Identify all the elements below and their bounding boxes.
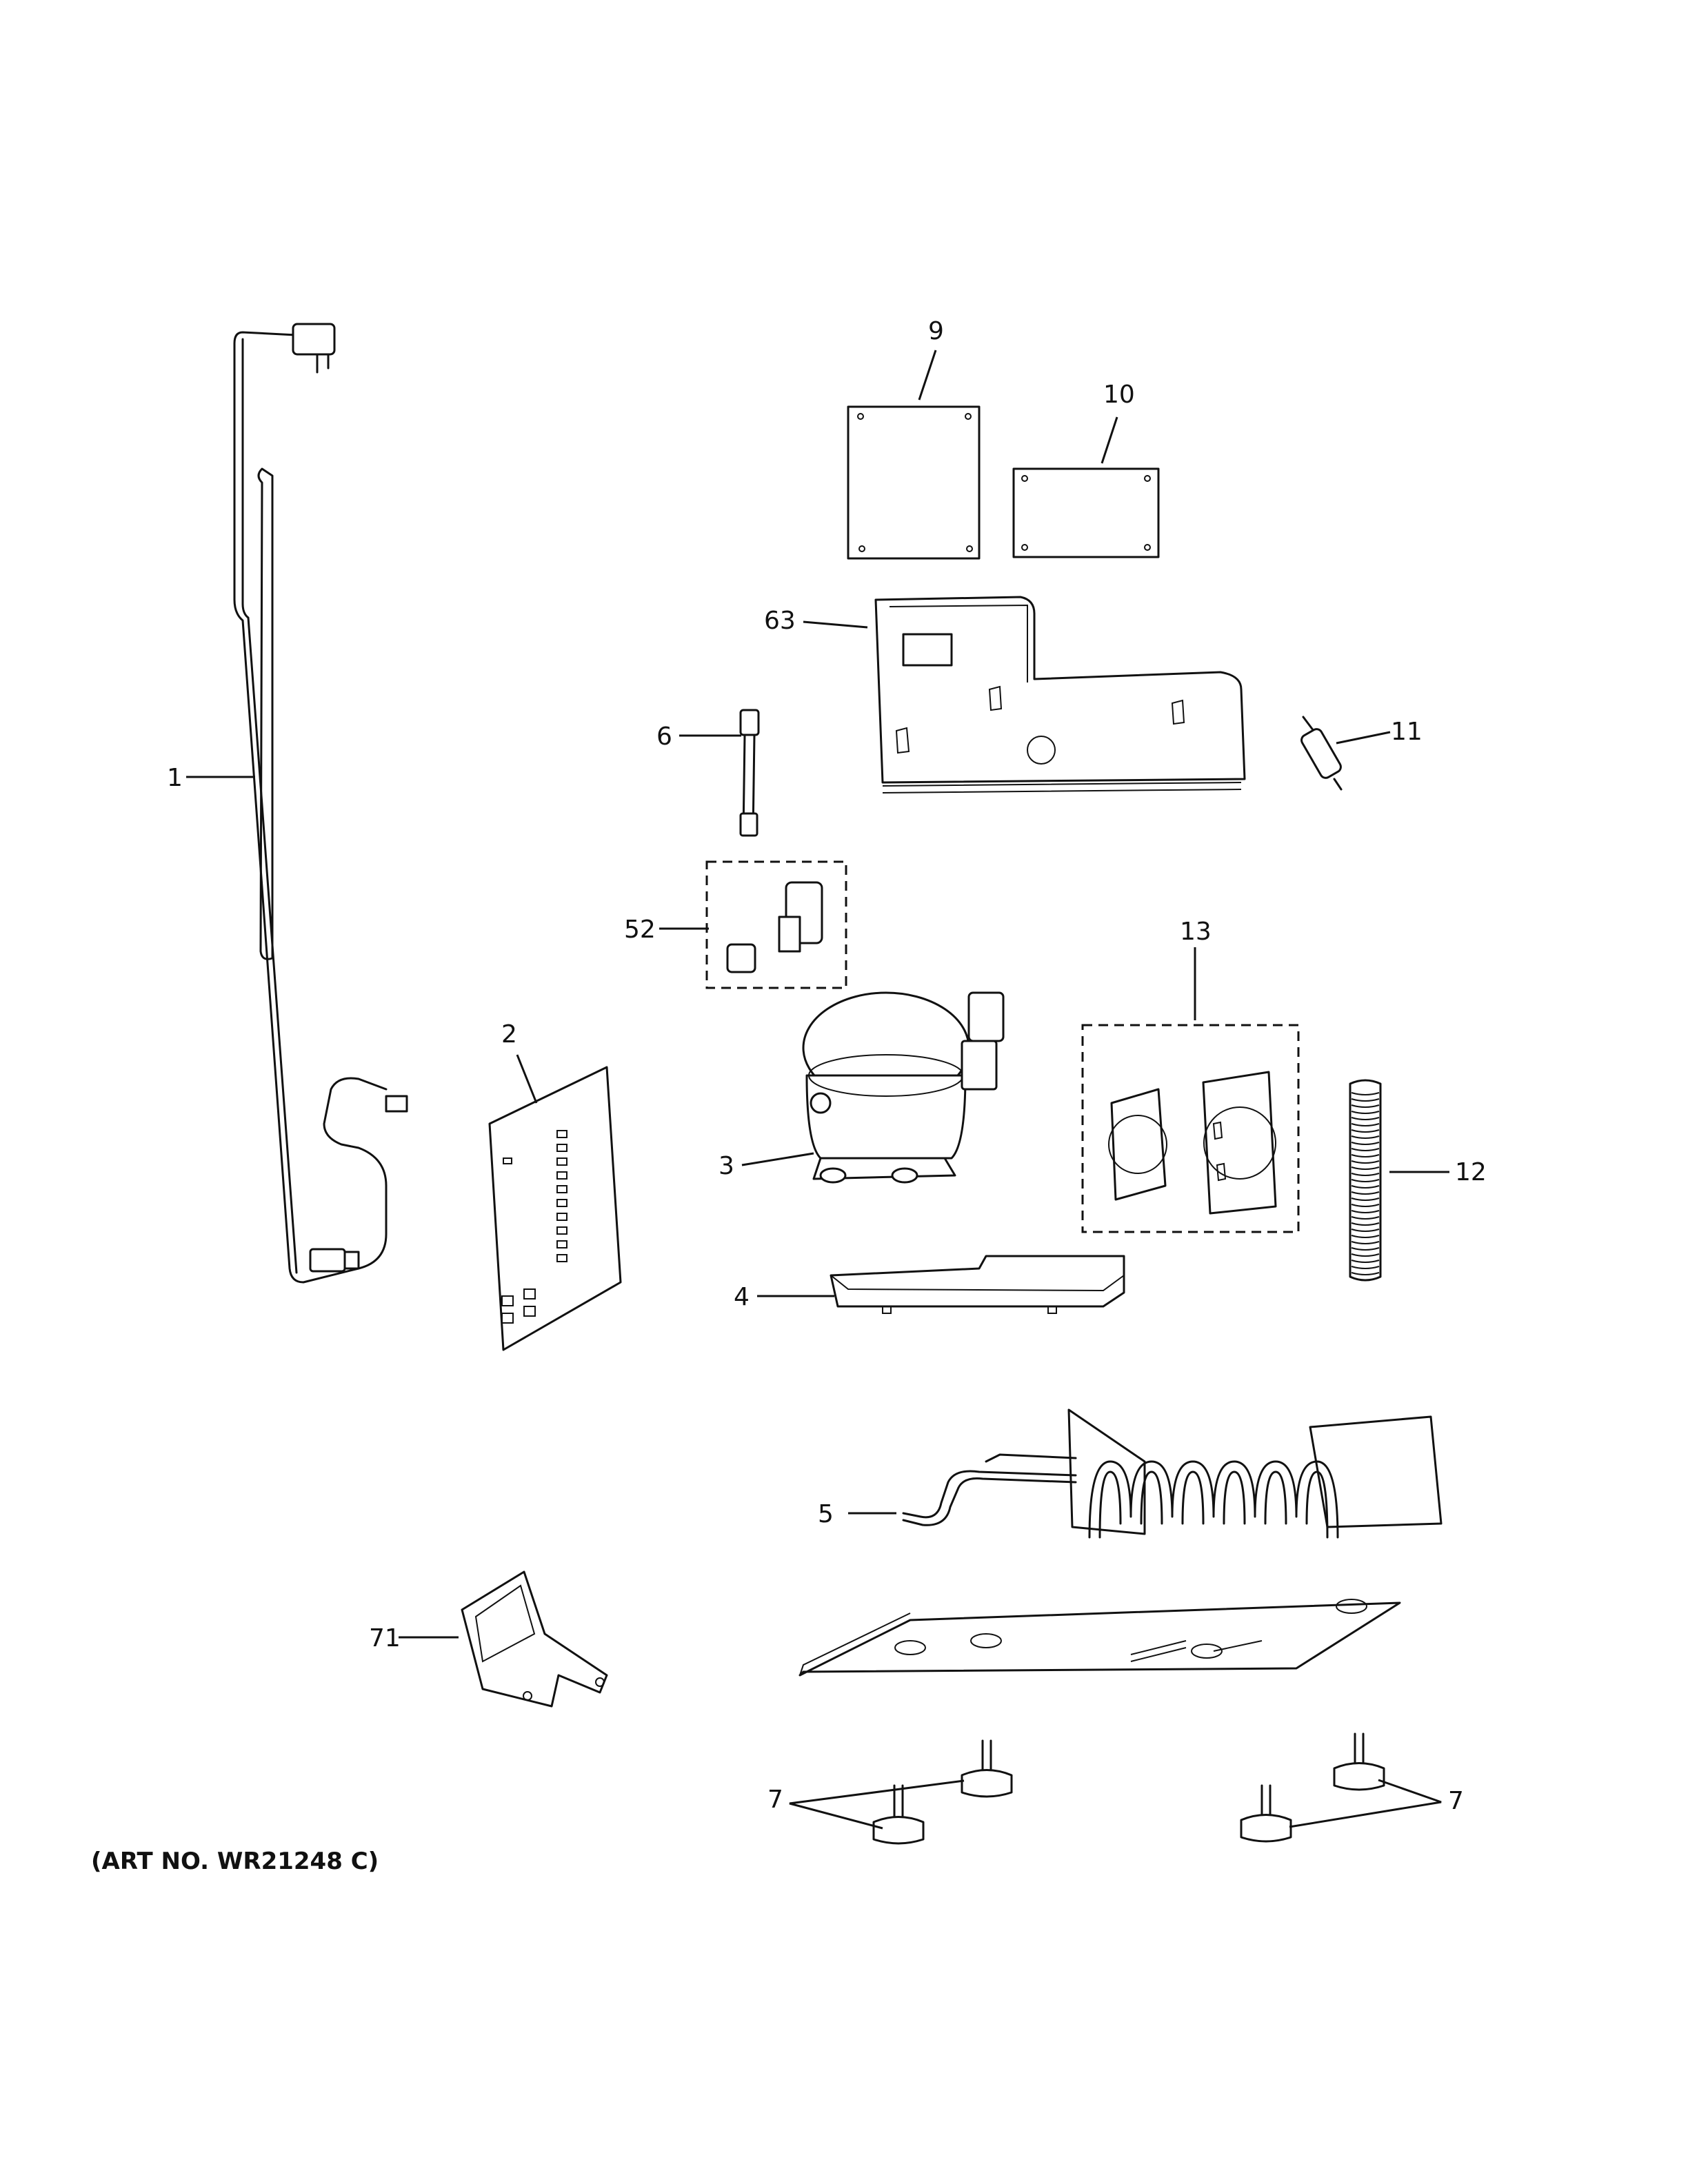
electronic-cover bbox=[1012, 467, 1160, 558]
power-cord bbox=[233, 323, 408, 1284]
mounting-bracket bbox=[461, 1570, 608, 1708]
callout-13: 13 bbox=[1180, 918, 1212, 946]
callout-1: 1 bbox=[167, 764, 183, 792]
leveling-leg-3 bbox=[1333, 1732, 1385, 1791]
leveling-leg-2 bbox=[872, 1784, 925, 1845]
callout-12: 12 bbox=[1455, 1158, 1487, 1186]
callout-52: 52 bbox=[624, 916, 656, 944]
control-board-cover bbox=[847, 405, 981, 560]
callout-9: 9 bbox=[928, 317, 944, 345]
condenser-fan-kit bbox=[1081, 1024, 1300, 1233]
callout-7-left: 7 bbox=[767, 1786, 783, 1814]
machine-compartment-cover bbox=[874, 596, 1246, 793]
callout-4: 4 bbox=[734, 1283, 750, 1311]
leveling-leg-4 bbox=[1240, 1784, 1292, 1843]
condenser-assembly bbox=[798, 1408, 1443, 1677]
callout-71: 71 bbox=[369, 1624, 401, 1652]
leveling-leg-1 bbox=[961, 1739, 1013, 1798]
leader-lines bbox=[186, 350, 1449, 1830]
callout-6: 6 bbox=[656, 722, 672, 751]
callout-2: 2 bbox=[501, 1020, 517, 1049]
valve-fitting bbox=[1300, 716, 1343, 791]
callout-10: 10 bbox=[1103, 381, 1135, 409]
callout-7-right: 7 bbox=[1448, 1787, 1464, 1815]
callout-3: 3 bbox=[719, 1152, 734, 1180]
rear-cover-panel bbox=[488, 1066, 622, 1351]
callout-11: 11 bbox=[1391, 718, 1423, 746]
drain-hose bbox=[1349, 1079, 1382, 1282]
drain-pan bbox=[830, 1255, 1125, 1314]
dryer-tube bbox=[739, 709, 760, 837]
callout-5: 5 bbox=[818, 1500, 834, 1528]
relay-overload-kit bbox=[705, 860, 847, 989]
callout-63: 63 bbox=[764, 607, 796, 635]
compressor bbox=[802, 991, 1005, 1184]
art-number-label: (ART NO. WR21248 C) bbox=[91, 1848, 379, 1875]
